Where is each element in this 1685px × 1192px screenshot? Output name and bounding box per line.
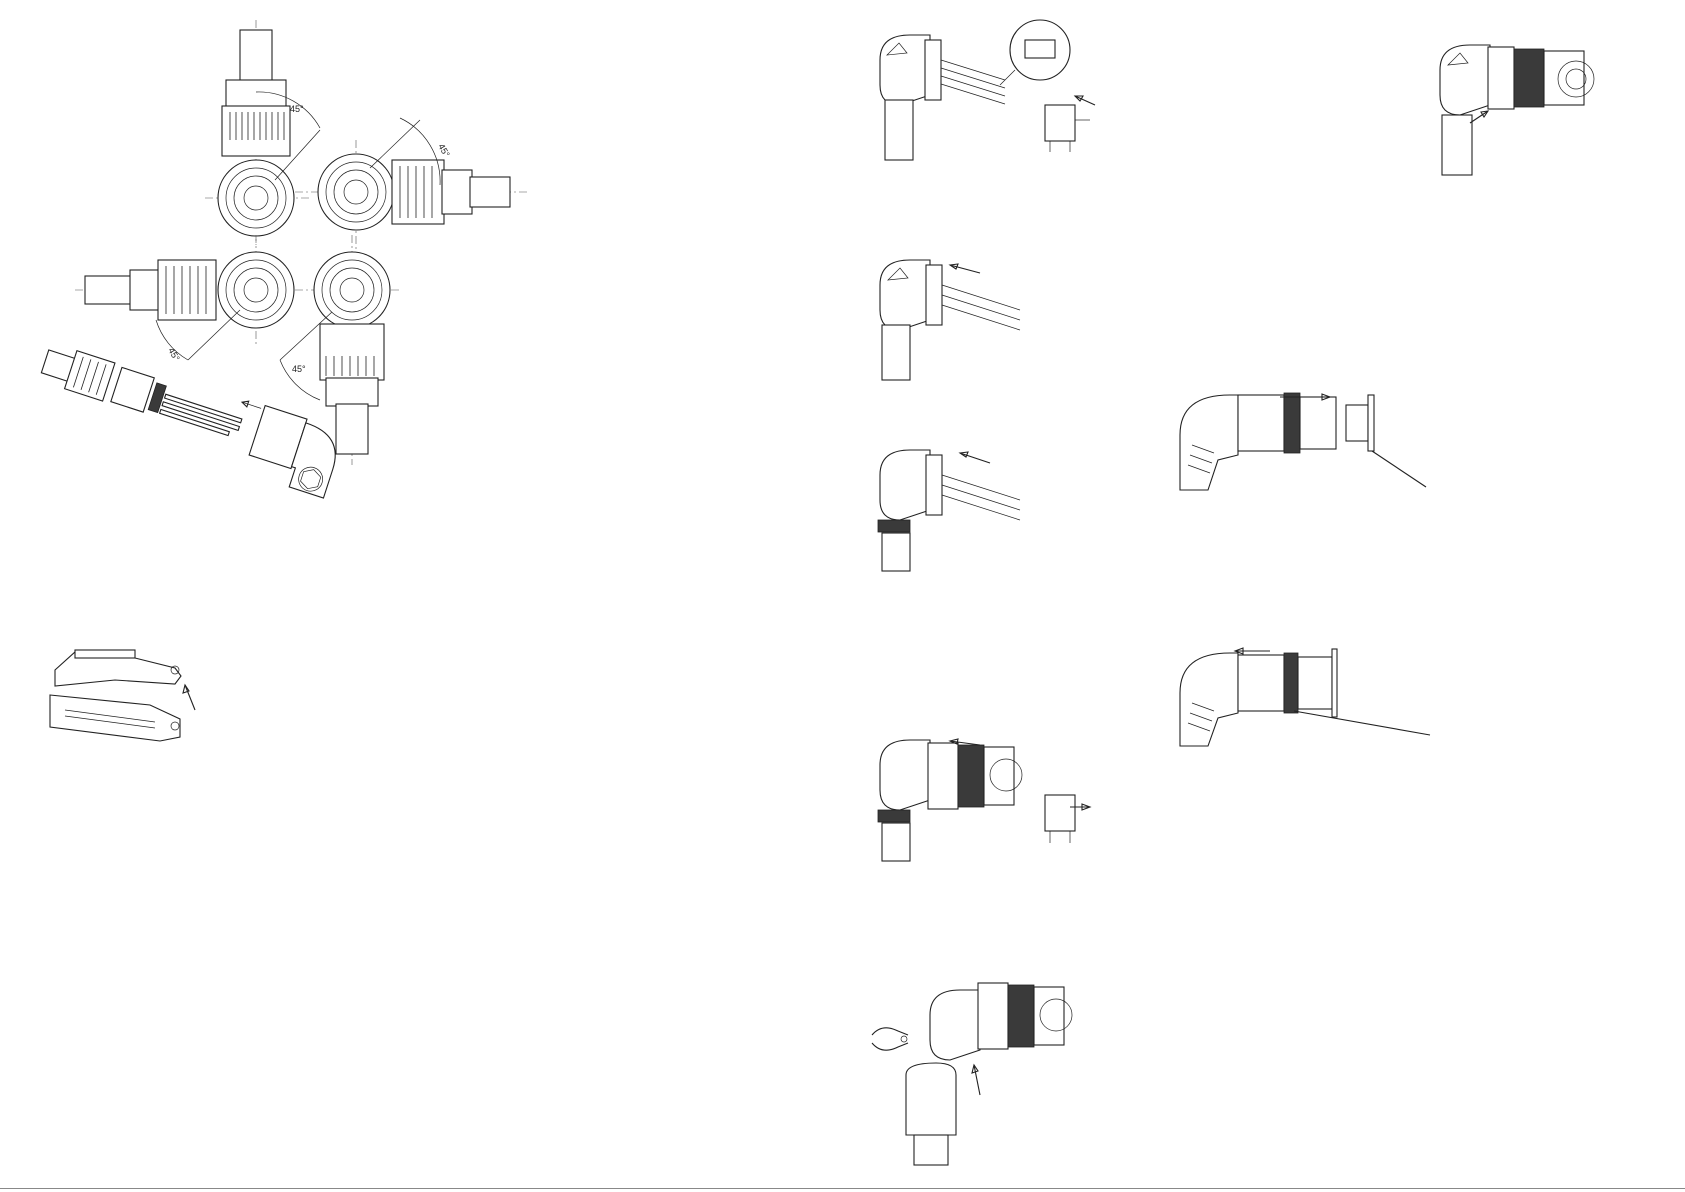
step-fit-coupling-figure — [870, 735, 1100, 865]
step-slide-back-figure — [870, 445, 1040, 575]
step-cut-and-tighten-figure — [870, 975, 1090, 1175]
orientation-view-up: 45° — [205, 20, 320, 245]
orientation-view-right: 45° — [295, 118, 530, 250]
angle-label-down: 45° — [292, 364, 306, 374]
angle-label-up: 45° — [290, 104, 304, 114]
exploded-assembly-figure — [20, 380, 370, 520]
step-push-insert-figure — [870, 255, 1070, 385]
crimp-tool-figure — [45, 640, 215, 750]
step-unmate-panel-figure — [1170, 645, 1435, 745]
step-mate-panel-figure — [1170, 385, 1430, 500]
bottom-rule — [0, 1188, 1685, 1189]
step-final-assembly-figure — [1430, 35, 1620, 185]
angle-label-right: 45° — [436, 142, 452, 159]
orientation-view-left: 45° — [75, 235, 294, 363]
step-insert-contacts-figure — [865, 20, 1105, 170]
angle-label-left: 45° — [166, 346, 182, 363]
